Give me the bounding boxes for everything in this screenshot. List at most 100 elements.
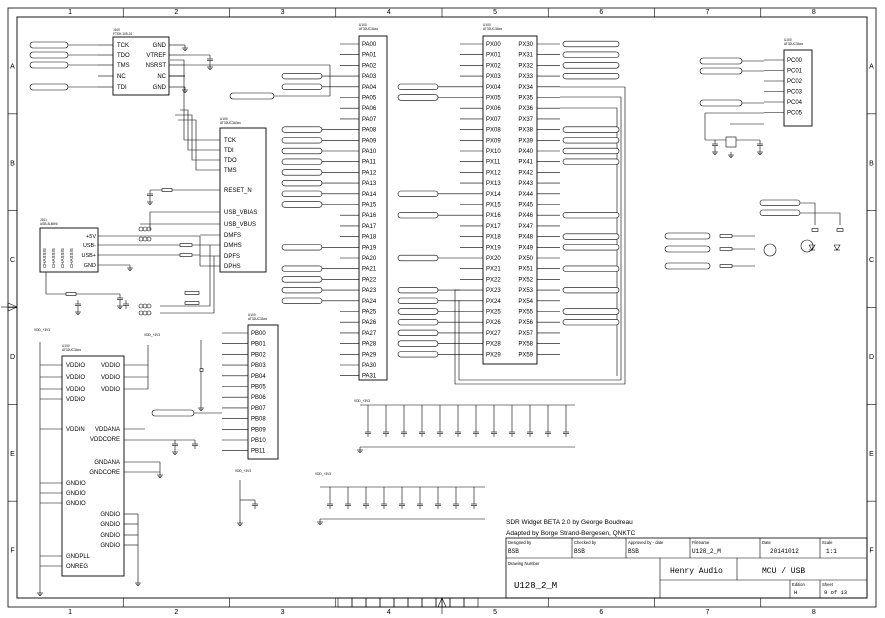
ferrite-coil: [146, 303, 152, 309]
pin-label: PA25: [362, 310, 377, 316]
net-label-tag: [562, 147, 620, 155]
net-label-tag: [29, 51, 69, 59]
pin-label: PC05: [787, 111, 803, 117]
pin-label: PX02: [486, 63, 501, 69]
pin-label: PA13: [362, 181, 377, 187]
net-label-tag: [759, 199, 801, 206]
pin-label: USB+: [81, 253, 96, 259]
shield-label: CHASSIS: [51, 248, 56, 268]
net-label-tag: [562, 233, 620, 240]
ferrite-coil: [138, 236, 144, 242]
net-label-tag: [281, 276, 323, 283]
resistor: [184, 291, 200, 295]
supply-label: VDD_+3V3: [315, 472, 331, 476]
net-label-tag: [281, 83, 323, 90]
pin-label: PX45: [518, 203, 533, 209]
net-label-tag: [562, 212, 620, 219]
pin-label: TCK: [117, 43, 129, 49]
svg-text:U100: U100: [359, 23, 367, 27]
resistor: [811, 228, 819, 232]
svg-text:U100: U100: [248, 313, 256, 317]
net-label-tag: [397, 351, 439, 358]
port-b-block: U100 AT32UC3Axx PB00PB01PB02PB03PB04PB05…: [198, 313, 279, 460]
column-mark: 5: [493, 9, 497, 16]
net-label-tag: [281, 286, 323, 294]
row-mark: E: [10, 451, 15, 458]
pin-label: GNDCORE: [89, 470, 120, 476]
zone-tick: [351, 597, 367, 608]
pin-label: RESET_N: [224, 188, 252, 194]
pin-label: VDDIO: [101, 363, 120, 369]
pin-label: NC: [117, 74, 126, 80]
net-label-tag: [562, 158, 620, 165]
zone-tick: [407, 597, 423, 608]
supply-label: VDD_+3V3: [235, 469, 251, 473]
column-mark: 7: [706, 9, 710, 16]
pin-label: TDI: [117, 85, 127, 91]
pin-label: NSRST: [146, 63, 167, 69]
row-mark: D: [869, 354, 874, 361]
pin-label: PA30: [362, 363, 377, 369]
ferrite-coil: [138, 303, 144, 309]
pin-label: PC01: [787, 69, 803, 75]
jtag-header: J100 FTSH-105-01 TCKTDOTMSNCTDIGNDVTREFN…: [98, 28, 331, 96]
row-mark: B: [10, 160, 15, 167]
pin-label: PX41: [518, 160, 533, 166]
net-label-tag: [229, 92, 275, 100]
column-mark: 8: [812, 609, 816, 616]
row-mark: A: [10, 63, 15, 70]
pin-label: PB11: [251, 449, 266, 455]
ferrite-coil: [138, 310, 144, 316]
sheet-number: 9 of 13: [824, 589, 847, 596]
ferrite-coil: [138, 226, 144, 232]
title-block: SDR Widget BETA 2.0 by George Boudreau A…: [505, 519, 868, 599]
net-label-tag: [699, 57, 743, 65]
mcu-jtag-ref: U100: [220, 117, 228, 121]
mcu-jtag-part: AT32UC3A3xx: [220, 121, 241, 125]
pin-label: TDI: [224, 148, 234, 154]
pin-label: PA07: [362, 117, 377, 123]
svg-text:U100: U100: [483, 23, 491, 27]
net-label-tag: [281, 73, 323, 80]
column-mark: 4: [387, 609, 391, 616]
vddana-pin: VDDANA: [95, 427, 120, 433]
column-mark: 2: [174, 9, 178, 16]
pin-label: PA22: [362, 277, 377, 283]
zone-tick: [449, 597, 465, 608]
pin-label: USB_VBIAS: [224, 210, 257, 216]
pin-label: PA14: [362, 192, 377, 198]
pin-label: PX18: [486, 235, 501, 241]
svg-text:U100: U100: [62, 344, 70, 348]
resistor: [836, 228, 844, 232]
shield-label: CHASSIS: [42, 248, 47, 268]
resistor: [719, 234, 733, 238]
transistor: [800, 239, 814, 253]
pin-label: PX16: [486, 213, 501, 219]
zone-tick: [463, 597, 479, 608]
pin-label: PX44: [518, 192, 533, 198]
credit-line-2: Adapted by Borge Strand-Bergesen, QNKTC: [506, 530, 636, 537]
shield-label: CHASSIS: [60, 248, 65, 268]
pin-label: PC00: [787, 58, 803, 64]
pin-label: VDDIO: [66, 397, 85, 403]
zone-tick: [379, 597, 395, 608]
net-label-tag: [397, 329, 439, 337]
pin-label: PB07: [251, 406, 266, 412]
pin-label: PX14: [486, 192, 501, 198]
ferrite-coil: [146, 236, 152, 242]
zone-tick: [435, 597, 451, 608]
zone-tick: [421, 597, 437, 608]
net-label-tag: [29, 41, 69, 49]
column-mark: 3: [281, 9, 285, 16]
supply-label: VDD_+3V3: [34, 328, 50, 332]
gndpll-pin: GNDPLL: [66, 554, 91, 560]
pin-label: PX23: [486, 288, 501, 294]
ferrite-coil: [146, 310, 152, 316]
checked-by-label: Checked by: [574, 540, 597, 545]
column-mark: 1: [68, 609, 72, 616]
column-mark: 5: [493, 609, 497, 616]
pin-label: GNDIO: [100, 533, 120, 539]
pin-label: VTREF: [146, 53, 166, 59]
pin-label: PC03: [787, 90, 803, 96]
